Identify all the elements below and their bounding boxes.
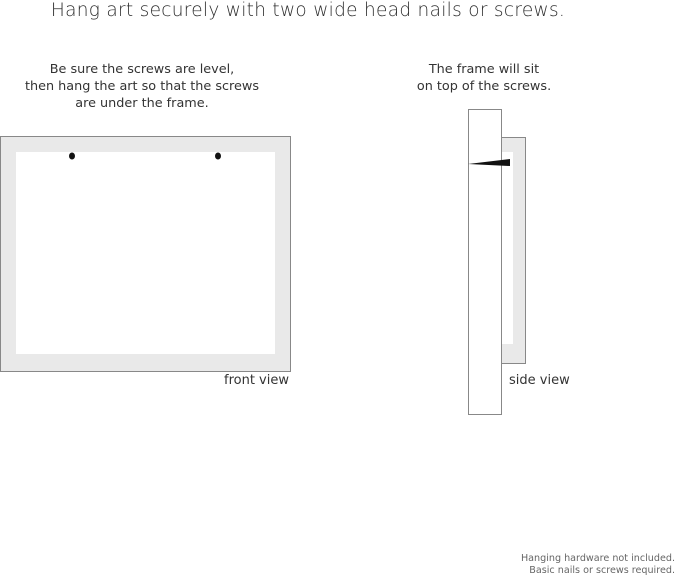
wall-section (468, 109, 502, 415)
front-view-caption: Be sure the screws are level, then hang … (24, 62, 260, 111)
hardware-footnote: Hanging hardware not included. Basic nai… (520, 553, 675, 576)
left-screw-icon (69, 152, 75, 160)
front-view-label: front view (224, 373, 289, 388)
side-view-label: side view (509, 373, 570, 388)
instruction-headline: Hang art securely with two wide head nai… (50, 0, 566, 21)
side-view-caption: The frame will sit on top of the screws. (416, 62, 552, 94)
side-screw-icon (468, 159, 510, 166)
side-frame-inner (502, 152, 513, 344)
right-screw-icon (215, 152, 221, 160)
front-art-area (16, 152, 275, 354)
